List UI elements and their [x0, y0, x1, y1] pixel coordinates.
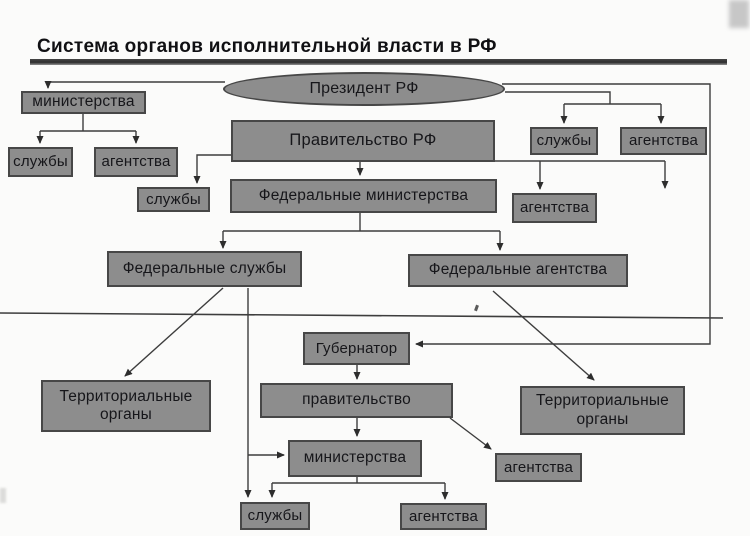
node-regional-agencies-right: агентства — [495, 453, 582, 482]
scan-smudge-top-right — [729, 0, 749, 28]
node-government-rf: Правительство РФ — [231, 120, 495, 162]
node-services-top-right: службы — [530, 127, 598, 155]
node-regional-agencies-bottom: агентства — [400, 503, 487, 530]
connector-president-fork-stem — [505, 91, 611, 104]
node-governor: Губернатор — [303, 332, 410, 365]
title-underline — [30, 59, 727, 65]
connector-fedservices-territorial — [124, 287, 224, 377]
node-federal-agencies: Федеральные агентства — [408, 254, 628, 287]
node-agencies-mid-right: агентства — [512, 193, 597, 223]
node-ministries-top-left: министерства — [21, 91, 146, 114]
node-services-top-left: службы — [8, 147, 73, 177]
scan-smudge-bottom-left — [0, 488, 6, 503]
node-president: Президент РФ — [223, 72, 505, 106]
node-services-mid-left: службы — [137, 187, 210, 212]
node-territorial-organs-right: Территориальные органы — [520, 386, 685, 435]
scan-speck — [474, 304, 479, 312]
node-regional-government: правительство — [260, 383, 453, 418]
connector-fedagencies-territorial — [492, 290, 595, 381]
node-agencies-top-left: агентства — [94, 147, 178, 177]
node-territorial-organs-left: Территориальные органы — [41, 380, 211, 432]
diagram-title: Система органов исполнительной власти в … — [37, 36, 497, 57]
connector-president-ministries — [44, 81, 225, 89]
connector-government-services — [193, 154, 231, 184]
node-agencies-top-right: агентства — [620, 127, 707, 155]
connector-government-agencies-diag — [449, 417, 492, 450]
node-federal-services: Федеральные службы — [107, 251, 302, 287]
node-federal-ministries: Федеральные министерства — [230, 179, 497, 213]
node-regional-services: службы — [240, 502, 310, 530]
separator-line — [0, 312, 724, 319]
node-regional-ministries: министерства — [288, 440, 422, 477]
